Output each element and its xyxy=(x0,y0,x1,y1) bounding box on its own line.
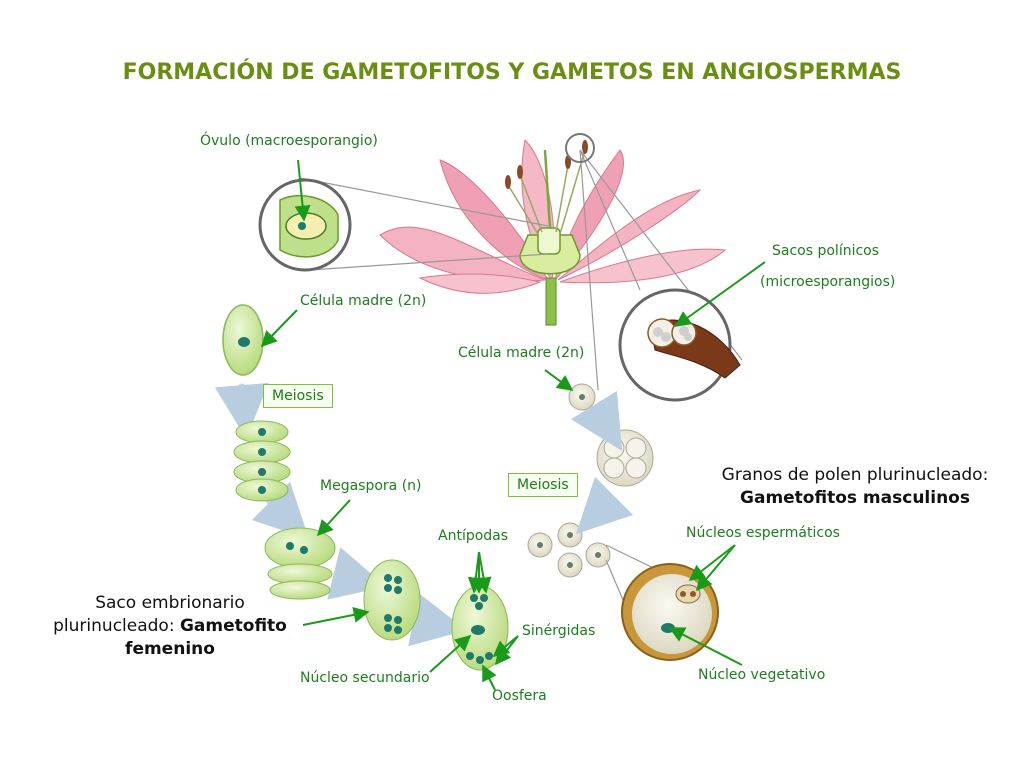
sperm-nuclei-label: Núcleos espermáticos xyxy=(686,525,840,541)
megaspore-mother-cell xyxy=(222,304,264,376)
embryo-sac-line2: plurinucleado: Gametofito xyxy=(40,615,300,638)
pointer-arrows xyxy=(260,159,766,691)
embryo-sac-line3: femenino xyxy=(40,638,300,661)
female-meiosis-box: Meiosis xyxy=(263,384,333,408)
male-mother-cell-label: Célula madre (2n) xyxy=(458,345,585,361)
megaspore-label: Megaspora (n) xyxy=(320,478,422,494)
synergids-label: Sinérgidas xyxy=(522,623,596,639)
vegetative-nucleus-label: Núcleo vegetativo xyxy=(698,667,826,683)
ovule-magnifier xyxy=(258,178,352,272)
secondary-nucleus-label: Núcleo secundario xyxy=(300,670,430,686)
egg-cell-label: Oosfera xyxy=(492,688,547,704)
antipodals-label: Antípodas xyxy=(438,528,509,544)
pollen-caption-line2: Gametofitos masculinos xyxy=(705,487,1005,510)
dividing-embryo-sac xyxy=(363,559,421,641)
zoom-lines xyxy=(299,149,743,391)
tetrad-cells xyxy=(233,420,291,502)
microspore-mother-cell xyxy=(568,383,596,411)
pollen-sacs-label: Sacos polínicos xyxy=(772,243,880,259)
pollen-caption-line1: Granos de polen plurinucleado: xyxy=(721,465,989,485)
embryo-sac-caption: Saco embrionario plurinucleado: Gametofi… xyxy=(40,592,300,661)
embryo-sac-line2-prefix: plurinucleado: xyxy=(53,616,180,636)
page-title: FORMACIÓN DE GAMETOFITOS Y GAMETOS EN AN… xyxy=(122,60,902,85)
male-progress-arrows xyxy=(570,390,634,535)
female-mother-cell-label: Célula madre (2n) xyxy=(300,293,427,309)
megaspore-cell xyxy=(264,527,336,600)
anther-highlight xyxy=(565,133,595,163)
male-meiosis-box: Meiosis xyxy=(508,473,578,497)
microspore-tetrad xyxy=(596,429,654,487)
microsporangia-label: (microesporangios) xyxy=(760,274,896,290)
pollen-caption-line2-bold: Gametofitos masculinos xyxy=(740,488,970,508)
pollen-caption: Granos de polen plurinucleado: Gametofit… xyxy=(705,464,1005,510)
embryo-sac-line3-bold: femenino xyxy=(125,639,215,659)
embryo-sac-line1: Saco embrionario xyxy=(95,593,245,613)
embryo-sac-line2-bold: Gametofito xyxy=(179,616,287,636)
microspores xyxy=(527,522,611,578)
mature-embryo-sac xyxy=(451,585,509,671)
ovule-label: Óvulo (macroesporangio) xyxy=(200,133,378,149)
female-progress-arrows xyxy=(214,382,467,647)
lily-flower xyxy=(379,138,727,326)
anther-magnifier xyxy=(618,288,741,402)
